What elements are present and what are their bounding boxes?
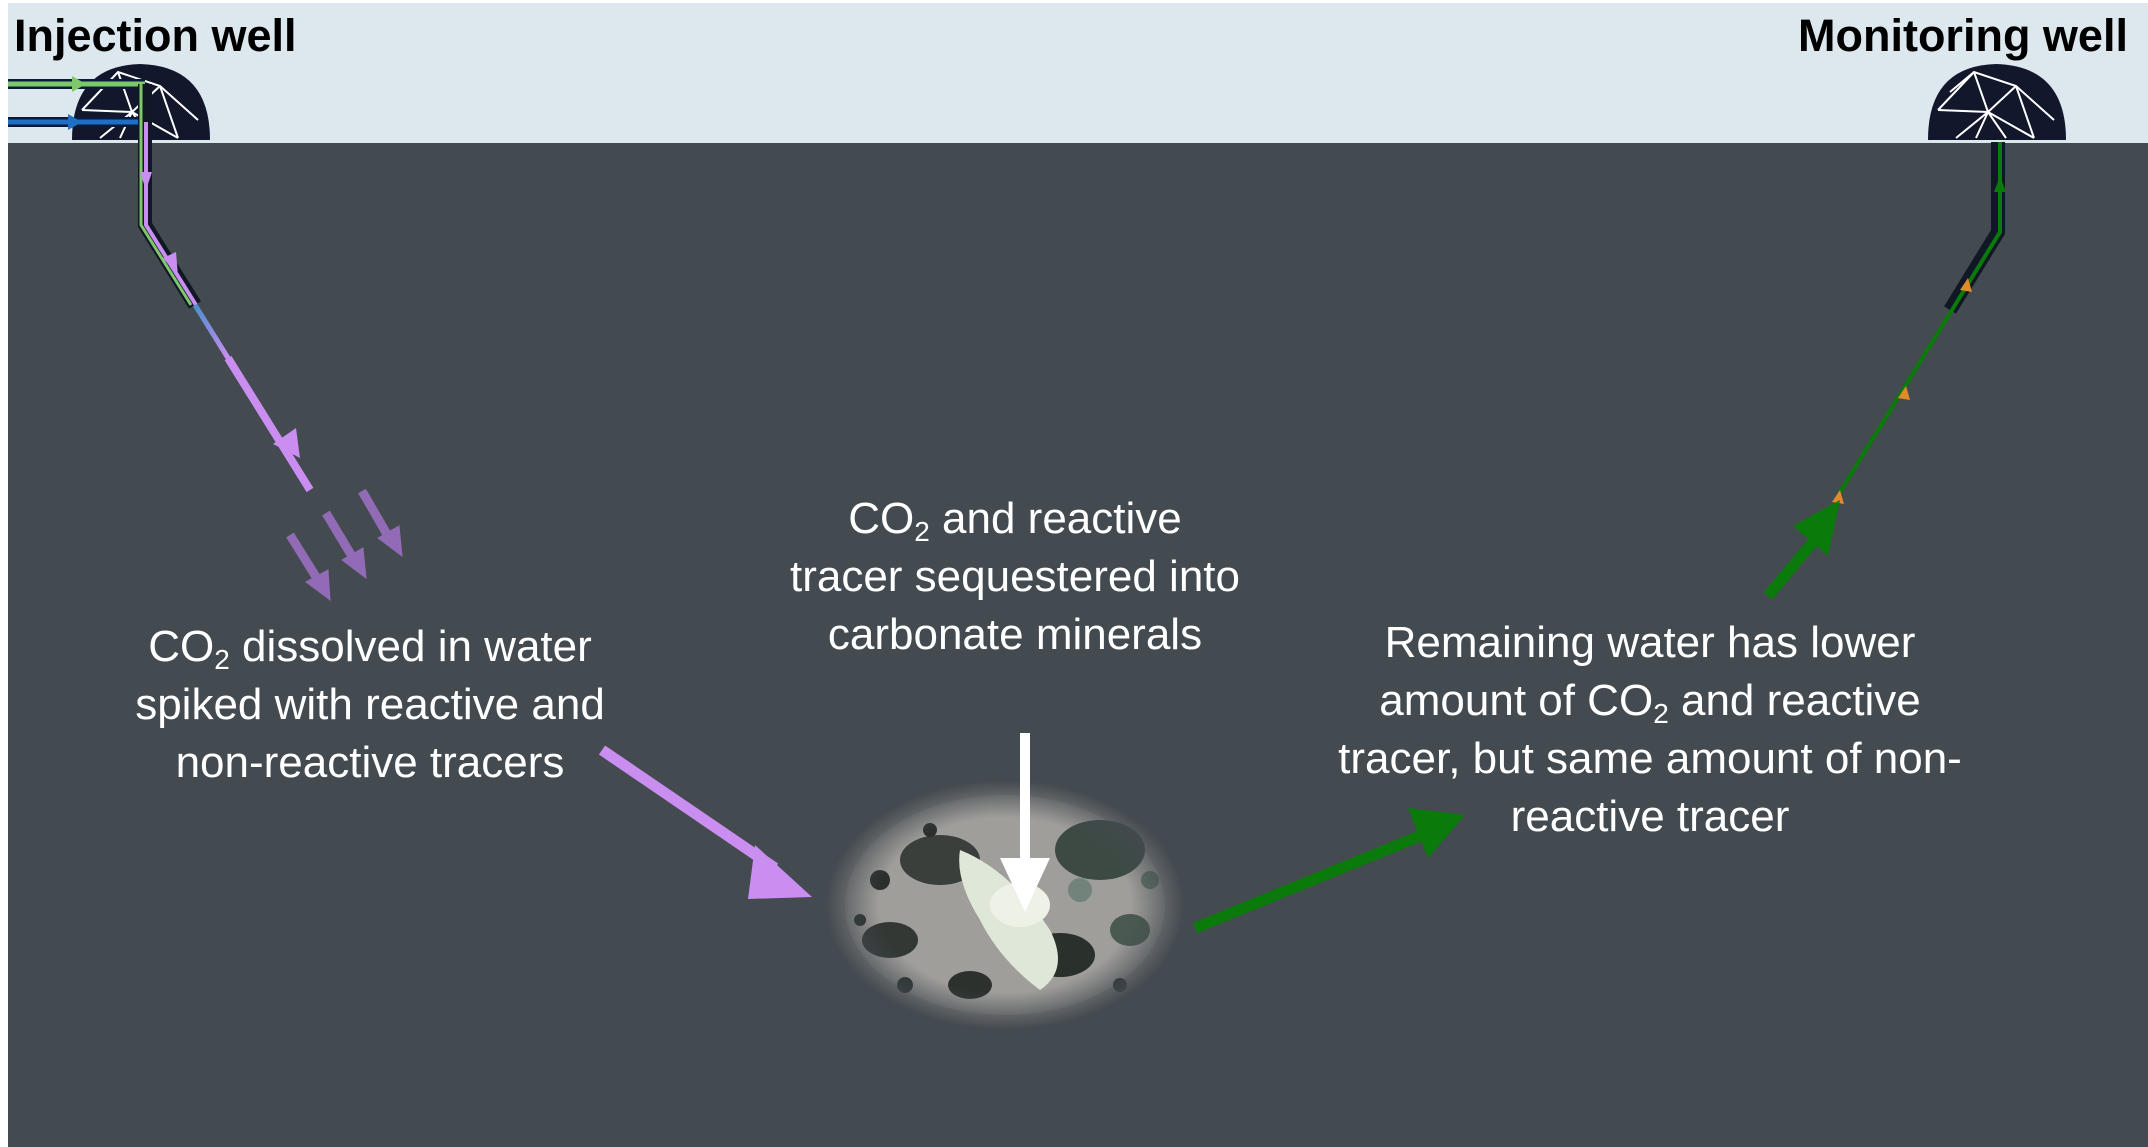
surface-sky [8, 3, 2148, 143]
co2-supply-pipe [8, 114, 145, 130]
injection-well-title: Injection well [14, 10, 297, 61]
sequestration-label: CO2 and reactive tracer sequestered into… [789, 494, 1241, 659]
injection-well-bore [138, 84, 314, 493]
injected-fluid-label: CO2 dissolved in water spiked with react… [135, 622, 605, 787]
remaining-water-label: Remaining water has lower amount of CO2 … [1338, 618, 1962, 841]
injection-flow-arrow-icon [598, 745, 812, 899]
monitoring-well-bore [1832, 142, 2006, 504]
water-supply-pipe [8, 76, 145, 92]
production-upflow-arrow-icon [1763, 500, 1840, 600]
monitoring-well-title: Monitoring well [1798, 10, 2128, 61]
monitoring-wellhead-icon [1928, 64, 2066, 140]
carbonate-rock-sample-icon [820, 775, 1190, 1035]
outflow-arrow-icon [1192, 808, 1465, 934]
dispersion-arrows-icon [286, 488, 403, 602]
sequestration-arrow-icon [1000, 733, 1050, 912]
